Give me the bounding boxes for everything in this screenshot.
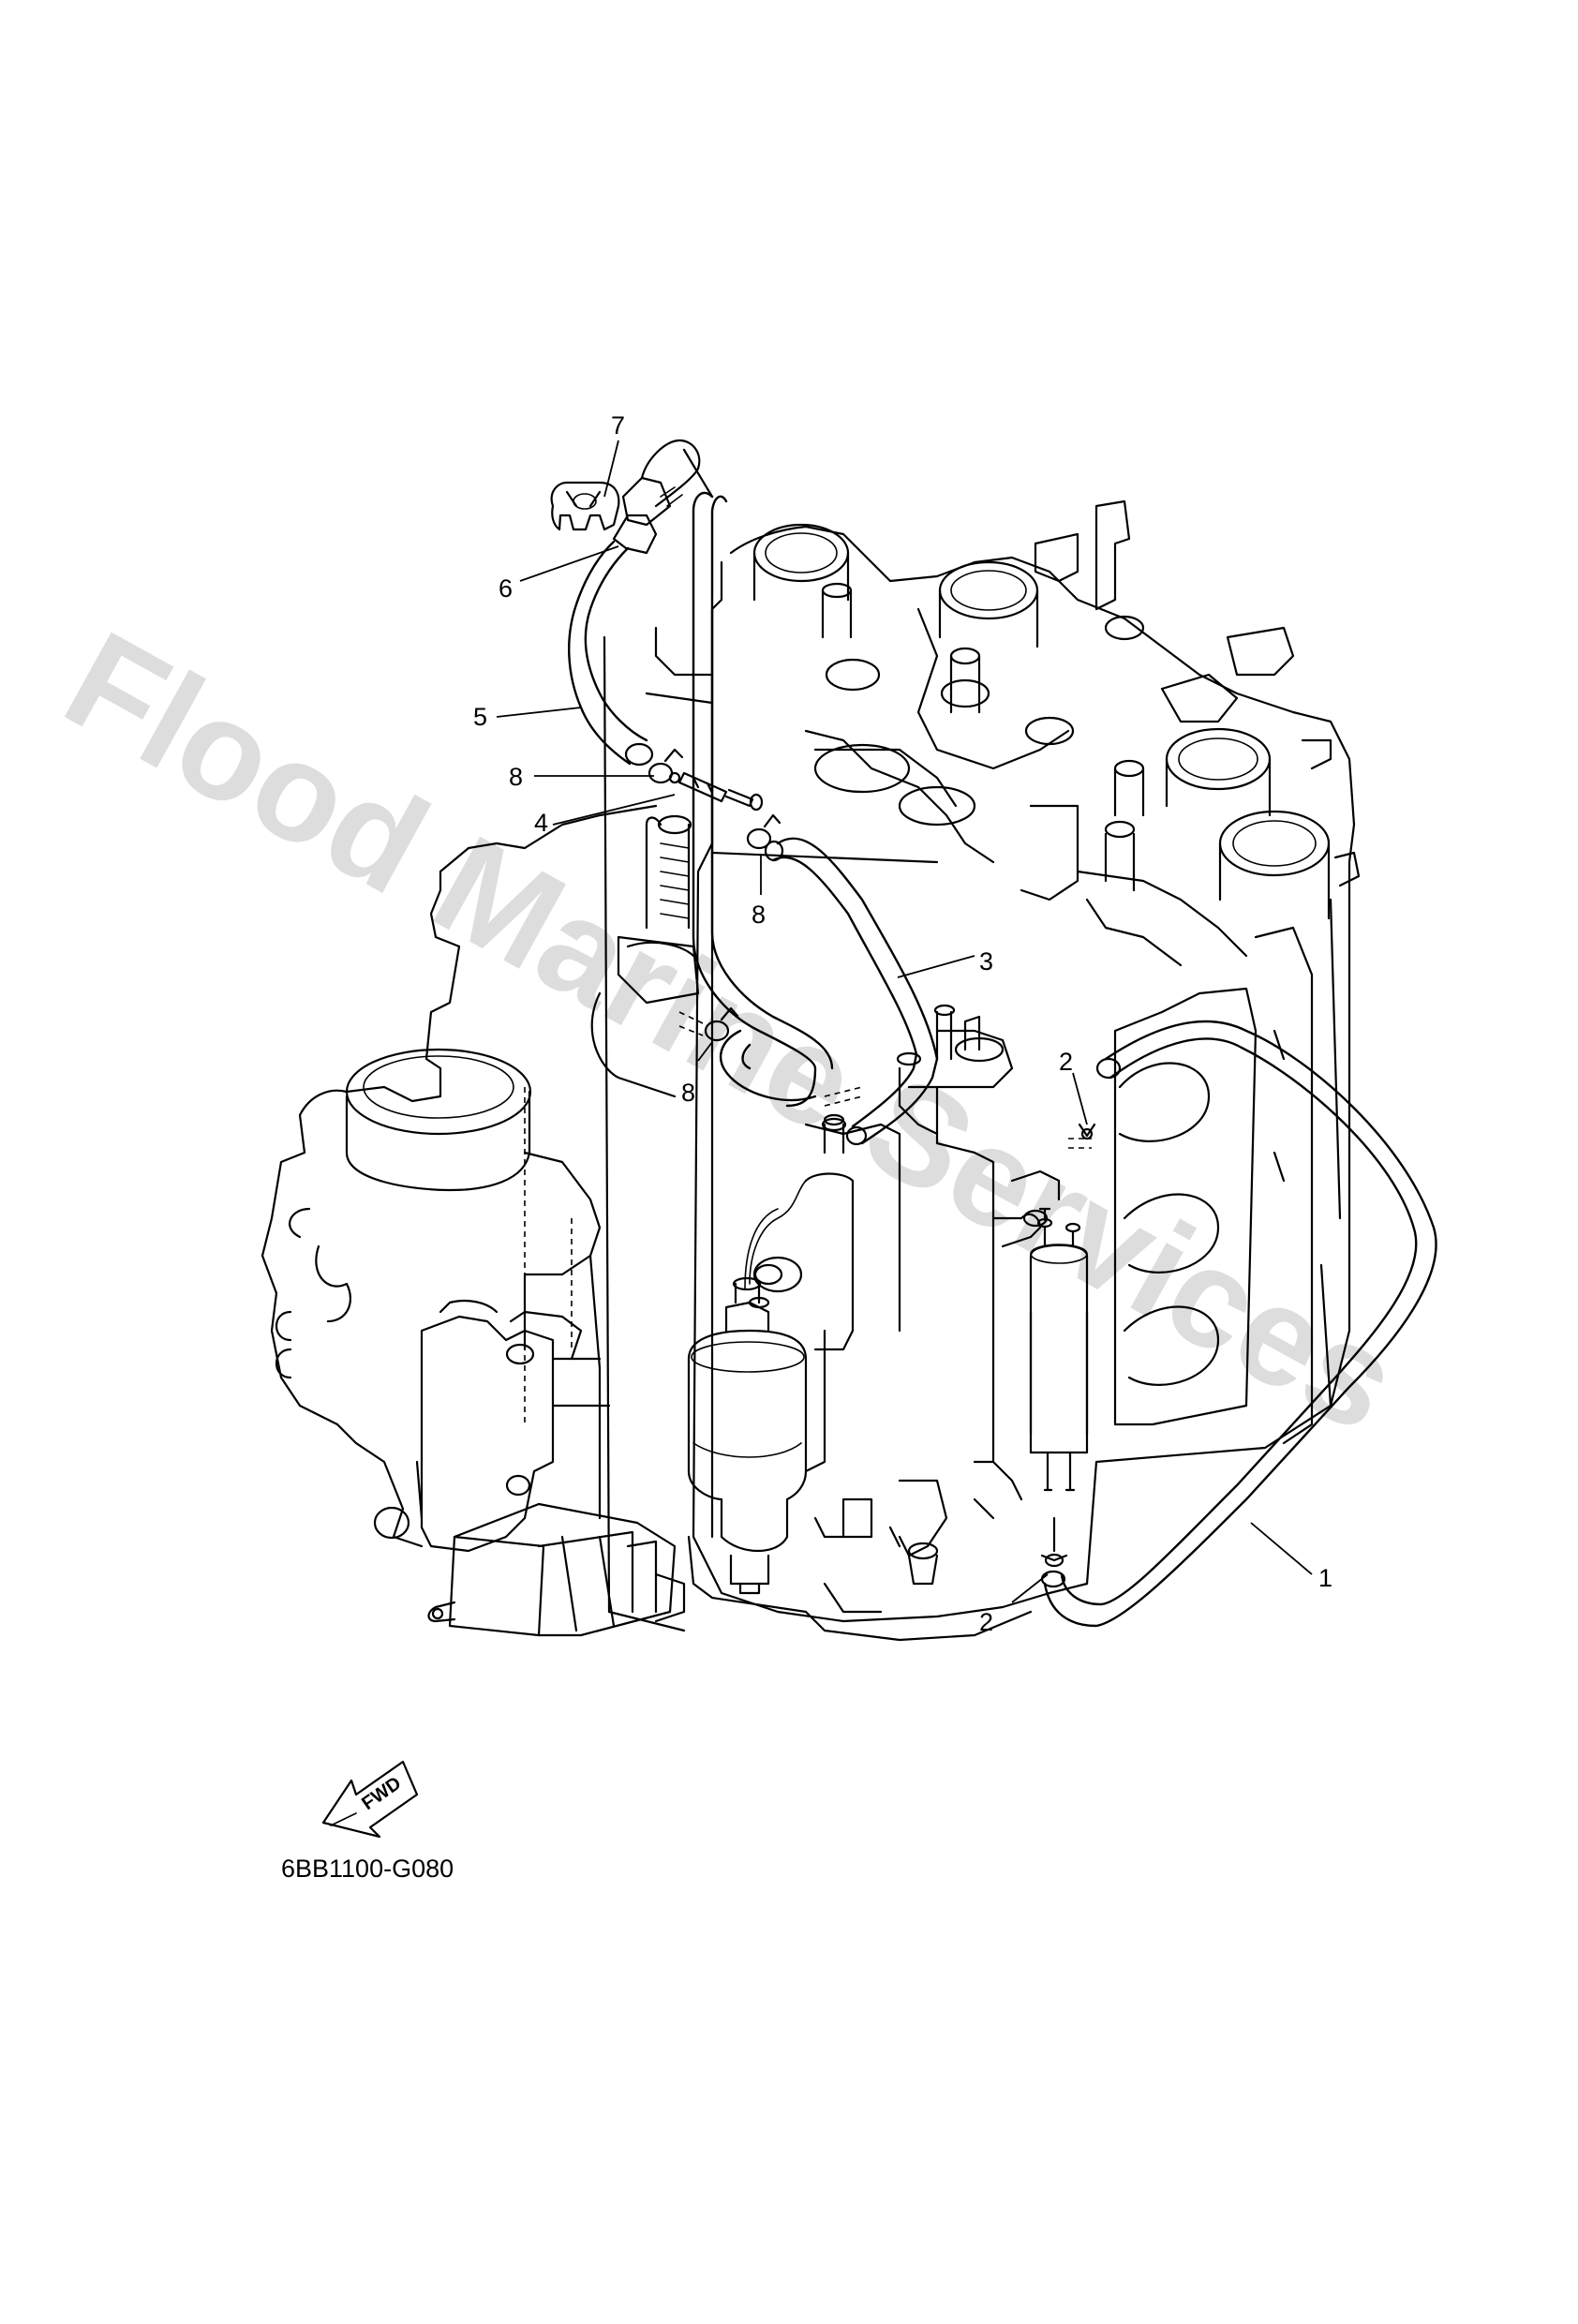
fwd-arrow-icon: FWD [321,1760,419,1839]
callout-4: 4 [534,809,548,837]
callout-3: 3 [979,947,993,976]
clip-7 [550,481,620,531]
fitting-4 [668,771,764,812]
callout-2-upper: 2 [1059,1048,1073,1076]
fitting-6 [621,439,714,527]
clamp-8-c [678,1006,739,1042]
callout-2-lower: 2 [979,1608,993,1636]
leader-lines [496,439,1313,1603]
engine-block [590,499,1361,1642]
clamp-8-a [648,748,684,784]
hose-3 [764,837,939,1146]
callout-6: 6 [499,574,513,603]
hose-1 [1040,1020,1437,1628]
callout-8-c: 8 [681,1079,695,1107]
vent-hose-long [692,491,834,1108]
callout-1: 1 [1318,1564,1332,1592]
diagram-part-code: 6BB1100-G080 [281,1855,454,1883]
left-housing [261,804,686,1637]
callout-7: 7 [611,411,625,439]
clamp-2-lower [1040,1516,1068,1568]
clamp-2-upper [1078,1123,1096,1140]
callout-5: 5 [473,703,487,731]
callout-8-b: 8 [752,901,766,929]
hose-5 [568,514,658,767]
clamp-8-b [746,813,782,850]
fuel-filter-assembly [687,1004,1092,1595]
callout-8-a: 8 [509,763,523,791]
